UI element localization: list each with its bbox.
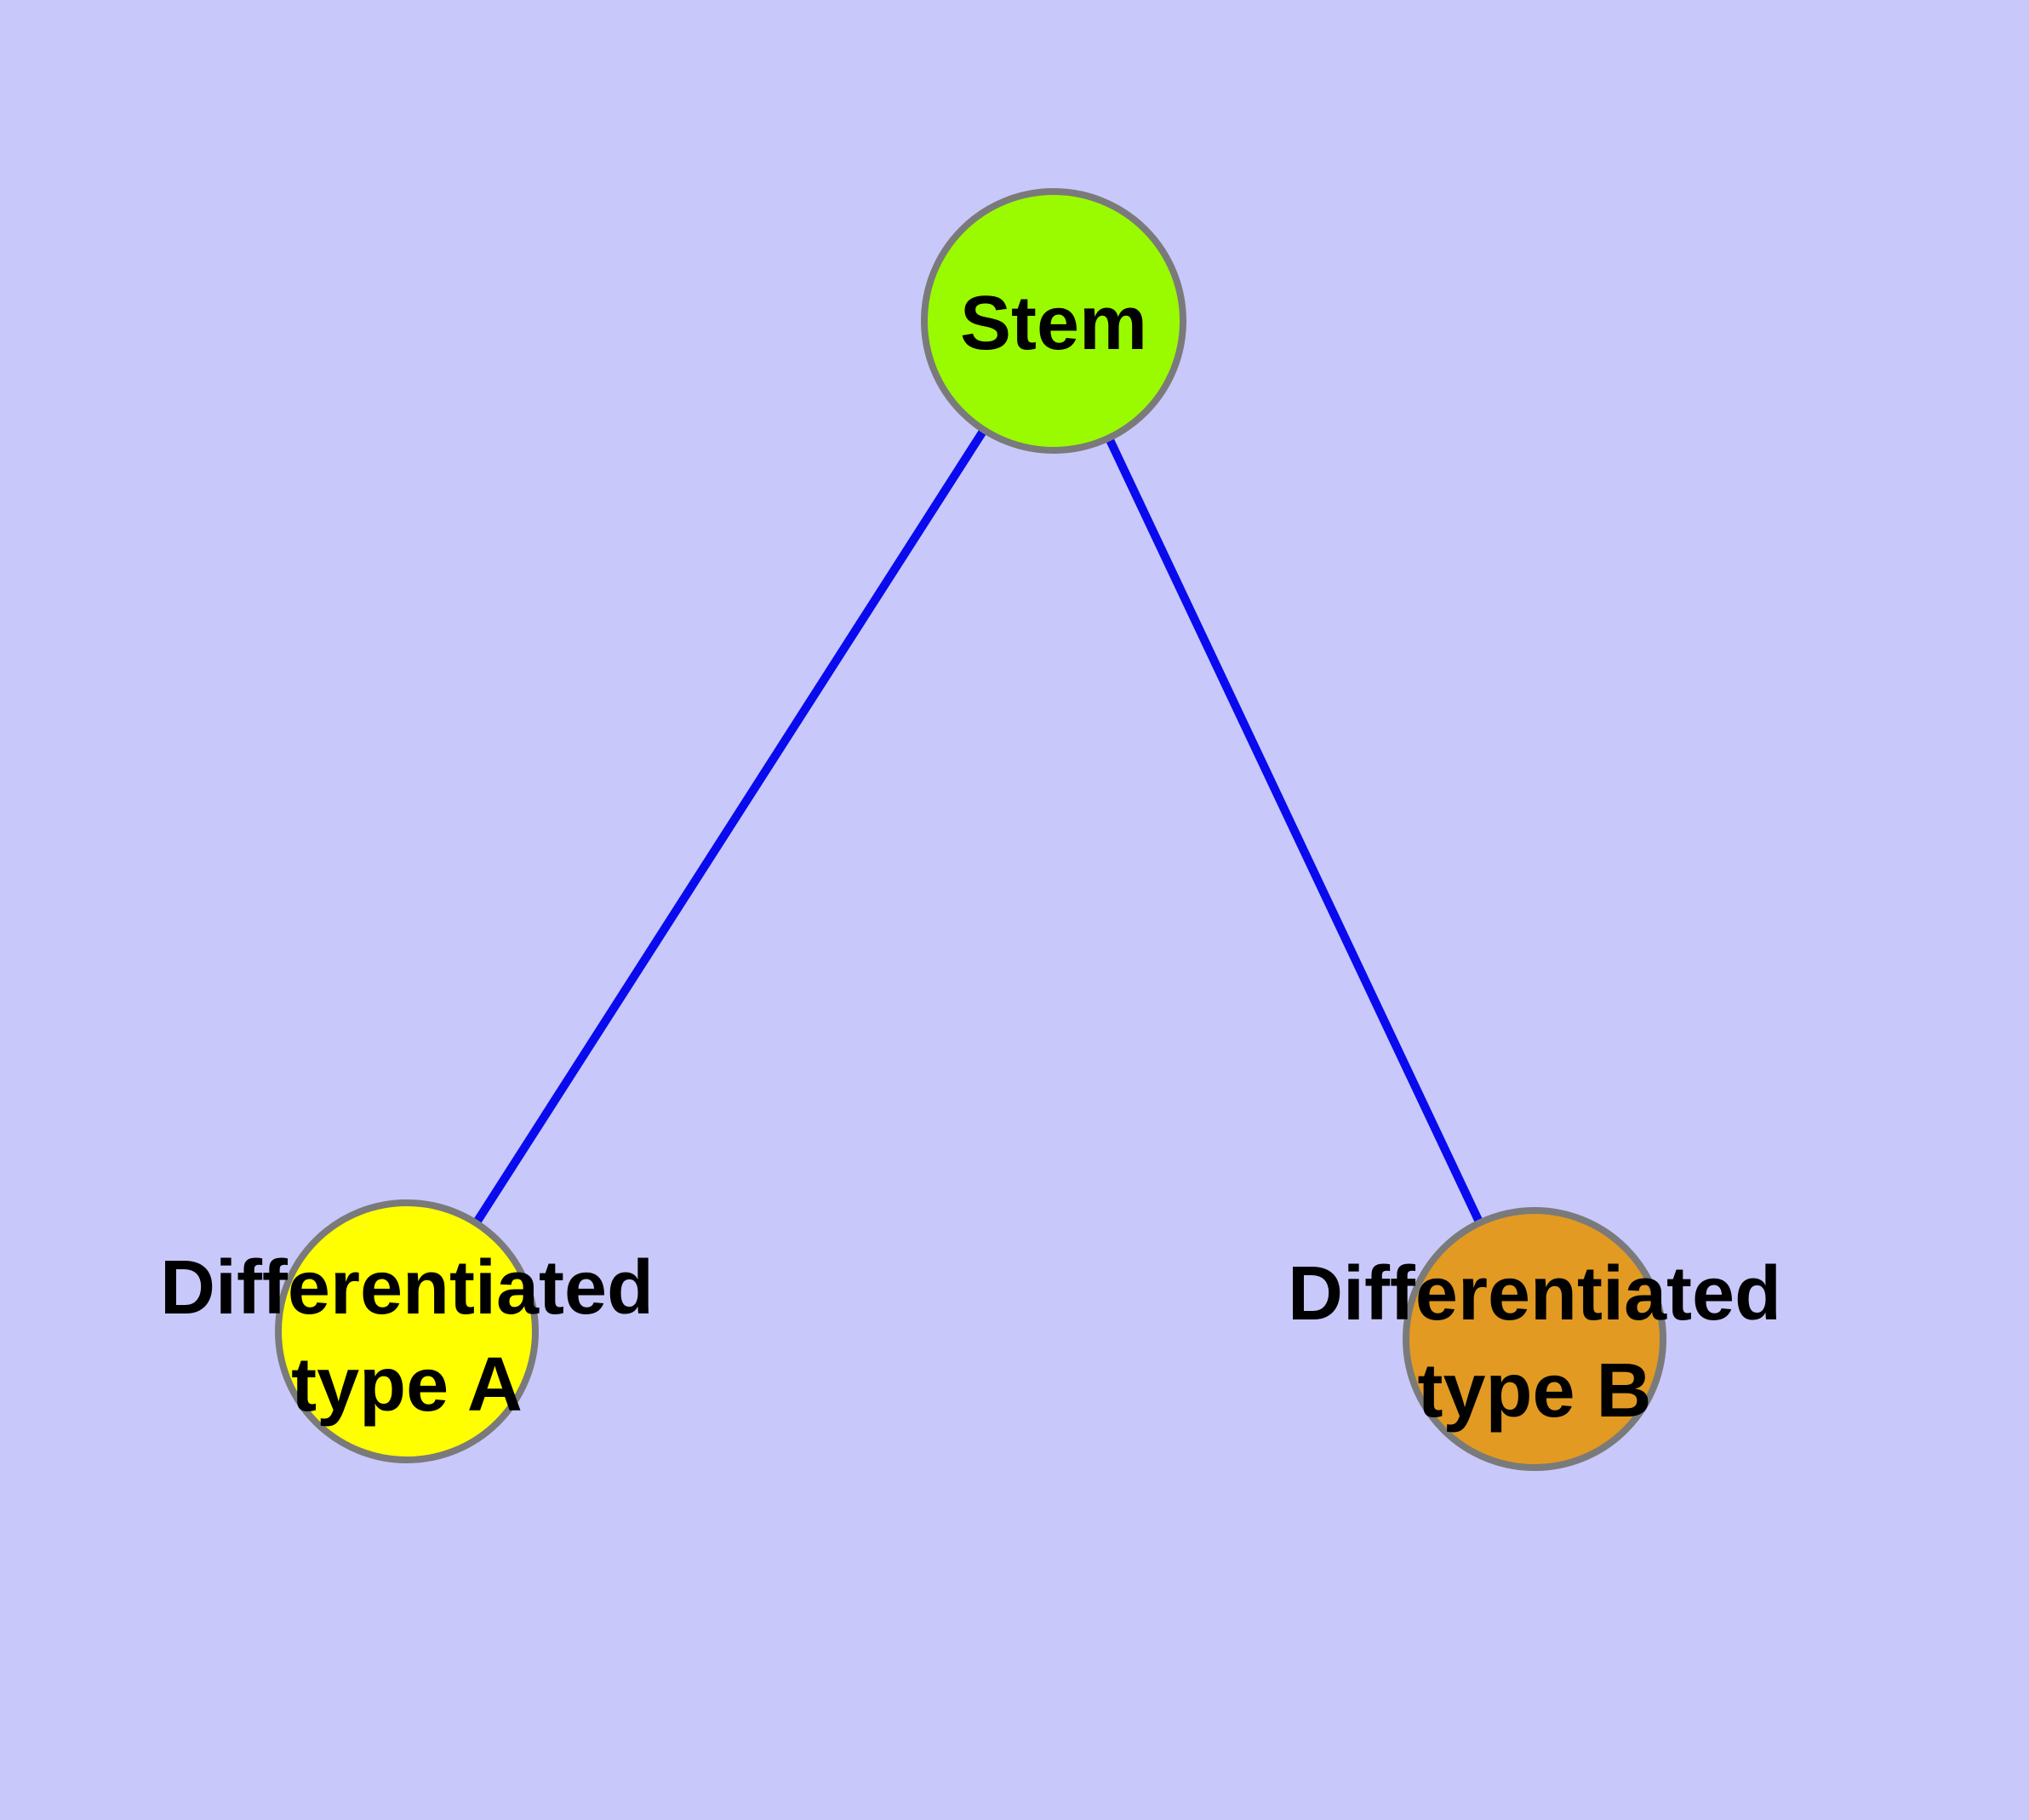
node-stem: [921, 188, 1186, 454]
node-differentiated-type-b: [1403, 1207, 1666, 1471]
node-stem-label: Stem: [960, 281, 1147, 366]
node-differentiated-type-a-label-line2: type A: [291, 1342, 523, 1428]
node-differentiated-type-a-label-line1: Differentiated: [160, 1245, 654, 1331]
edge-stem-to-type-b: [1049, 318, 1539, 1342]
node-differentiated-type-b-label-line2: type B: [1417, 1348, 1651, 1434]
edge-stem-to-type-a: [403, 318, 1058, 1334]
node-differentiated-type-a: [275, 1199, 539, 1463]
node-differentiated-type-b-label-line1: Differentiated: [1288, 1251, 1781, 1336]
